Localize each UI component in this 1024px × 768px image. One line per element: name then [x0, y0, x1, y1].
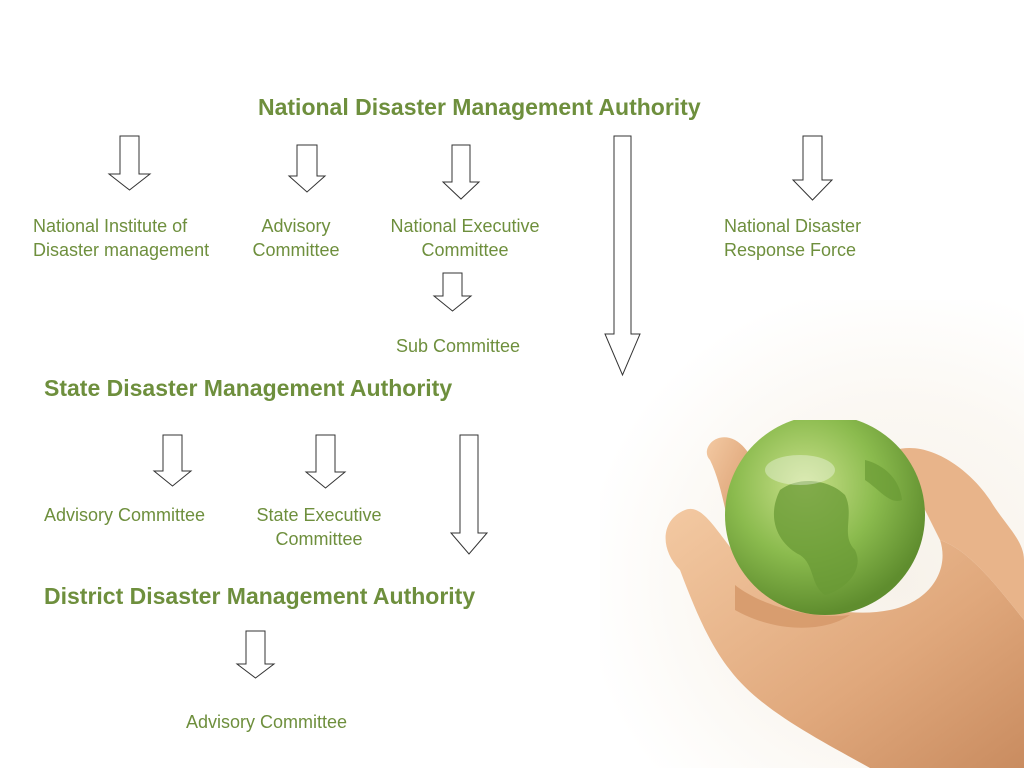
district-advisory-label: Advisory Committee: [186, 712, 348, 732]
hands-globe-image: [665, 420, 1024, 768]
ddma-title: District Disaster Management Authority: [44, 583, 476, 609]
arrow-ndrf: [791, 135, 834, 201]
arrow-sub-committee: [432, 272, 473, 312]
sdma-title: State Disaster Management Authority: [44, 375, 453, 401]
arrow-nec: [441, 144, 481, 200]
state-advisory-label: Advisory Committee: [44, 505, 206, 525]
ndma-title: National Disaster Management Authority: [258, 94, 701, 120]
sub-committee-label: Sub Committee: [396, 336, 521, 356]
arrow-district-advisory: [235, 630, 276, 679]
arrow-national-to-state: [604, 135, 641, 377]
sec-label: State Executive Committee: [256, 505, 382, 549]
arrow-sec: [304, 434, 347, 489]
ndrf-label: National Disaster Response Force: [724, 216, 862, 260]
national-advisory-label: Advisory Committee: [252, 216, 340, 260]
arrow-national-advisory: [287, 144, 327, 193]
arrow-state-to-district: [449, 434, 489, 555]
nidm-label: National Institute of Disaster managemen…: [33, 216, 210, 260]
nec-label: National Executive Committee: [390, 216, 540, 260]
arrow-state-advisory: [152, 434, 193, 487]
arrow-nidm: [107, 135, 152, 191]
